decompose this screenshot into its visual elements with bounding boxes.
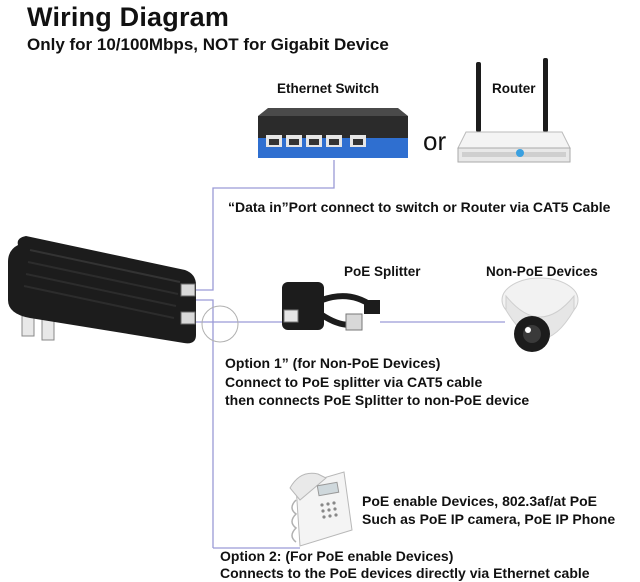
dome-camera-icon	[501, 277, 579, 352]
page-title: Wiring Diagram	[27, 2, 230, 32]
router-label: Router	[492, 81, 536, 96]
non-poe-devices-label: Non-PoE Devices	[486, 264, 598, 279]
cable-lines	[196, 160, 505, 549]
poe-devices-line1: PoE enable Devices, 802.3af/at PoE	[362, 493, 598, 509]
router-icon	[457, 58, 571, 163]
ethernet-switch-label: Ethernet Switch	[277, 81, 380, 96]
option1-line2: Connect to PoE splitter via CAT5 cable	[225, 374, 483, 390]
option2-title: Option 2: (For PoE enable Devices)	[220, 548, 454, 564]
port-highlight-circle	[201, 305, 239, 343]
or-text: or	[423, 126, 447, 156]
option1-title: Option 1” (for Non-PoE Devices)	[225, 355, 441, 371]
poe-splitter-icon	[282, 282, 380, 331]
poe-splitter-label: PoE Splitter	[344, 264, 421, 279]
poe-devices-line2: Such as PoE IP camera, PoE IP Phone	[362, 511, 616, 527]
ethernet-switch-icon	[258, 108, 408, 158]
data-in-note: “Data in”Port connect to switch or Route…	[228, 199, 611, 215]
ip-phone-icon	[289, 471, 353, 547]
option1-line3: then connects PoE Splitter to non-PoE de…	[225, 392, 530, 408]
poe-injector-icon	[8, 236, 196, 344]
option2-line2: Connects to the PoE devices directly via…	[220, 565, 590, 581]
page-subtitle: Only for 10/100Mbps, NOT for Gigabit Dev…	[27, 35, 389, 54]
